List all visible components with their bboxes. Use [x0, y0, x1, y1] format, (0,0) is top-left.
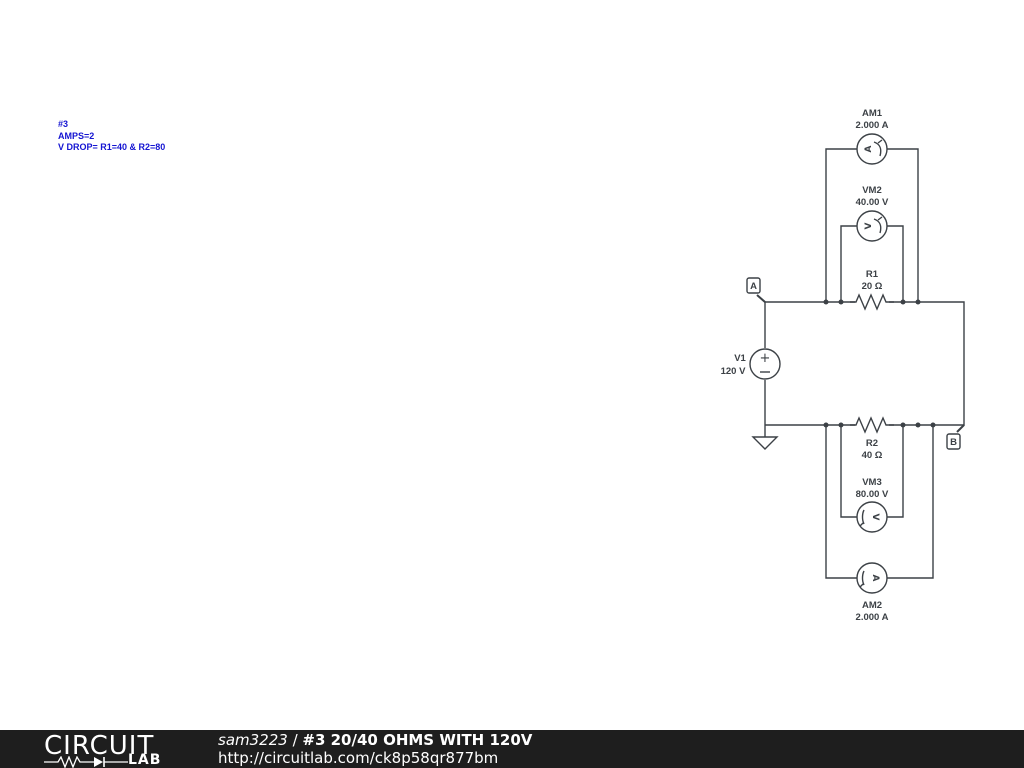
vm2-value: 40.00 V: [856, 197, 889, 208]
r1-name: R1: [866, 269, 879, 280]
svg-text:A: A: [864, 145, 874, 152]
footer-bar: CIRCUIT LAB sam3223 / #3 20/40 OHMS WITH…: [0, 730, 1024, 768]
ammeter-am2-icon[interactable]: A: [856, 562, 888, 594]
ground-icon[interactable]: [751, 436, 779, 450]
note-line-title: #3: [58, 119, 69, 129]
vm3-name: VM3: [862, 477, 882, 488]
circuitlab-logo[interactable]: CIRCUIT LAB: [40, 732, 180, 768]
voltmeter-vm3-icon[interactable]: V: [856, 501, 888, 533]
vm2-name: VM2: [862, 185, 882, 196]
node-label-a[interactable]: A: [746, 277, 766, 303]
vm3-value: 80.00 V: [856, 489, 889, 500]
ammeter-am1-icon[interactable]: A: [856, 133, 888, 165]
circuit-notes: #3 AMPS=2 V DROP= R1=40 & R2=80: [58, 119, 165, 154]
v1-value: 120 V: [721, 366, 746, 377]
footer-title: sam3223 / #3 20/40 OHMS WITH 120V: [218, 731, 532, 749]
node-label-b[interactable]: B: [946, 424, 965, 450]
r2-name: R2: [866, 438, 878, 449]
title-separator: /: [287, 731, 303, 749]
author-link[interactable]: sam3223: [218, 731, 288, 749]
svg-text:V: V: [870, 514, 880, 521]
voltmeter-vm2-icon[interactable]: V: [856, 210, 888, 242]
logo-text-circuit: CIRCUIT: [44, 731, 155, 761]
v1-name: V1: [734, 353, 746, 364]
svg-text:+: +: [760, 351, 771, 366]
junction-dots: [823, 299, 936, 428]
am2-name: AM2: [862, 600, 882, 611]
am1-value: 2.000 A: [856, 120, 889, 131]
resistor-r1[interactable]: [850, 292, 894, 312]
r2-value: 40 Ω: [862, 450, 883, 461]
logo-resistor-diode-icon: [44, 756, 128, 768]
logo-text-lab: LAB: [128, 752, 162, 768]
voltage-source-v1[interactable]: +: [749, 348, 781, 380]
note-line-amps: AMPS=2: [58, 130, 95, 141]
note-line-vdrop: V DROP= R1=40 & R2=80: [58, 142, 166, 152]
node-a-text: A: [750, 281, 757, 292]
svg-text:A: A: [870, 575, 880, 582]
am1-name: AM1: [862, 108, 883, 119]
svg-text:V: V: [864, 222, 874, 229]
am2-value: 2.000 A: [856, 612, 889, 623]
r1-value: 20 Ω: [862, 281, 883, 292]
node-b-text: B: [950, 437, 957, 448]
resistor-r2[interactable]: [850, 415, 894, 435]
circuit-schematic[interactable]: R1 20 Ω R2 40 Ω + V1 120 V A B A AM1 2.0…: [0, 0, 1024, 730]
circuit-url-link[interactable]: http://circuitlab.com/ck8p58qr877bm: [218, 749, 499, 767]
circuit-name[interactable]: #3 20/40 OHMS WITH 120V: [302, 731, 533, 749]
